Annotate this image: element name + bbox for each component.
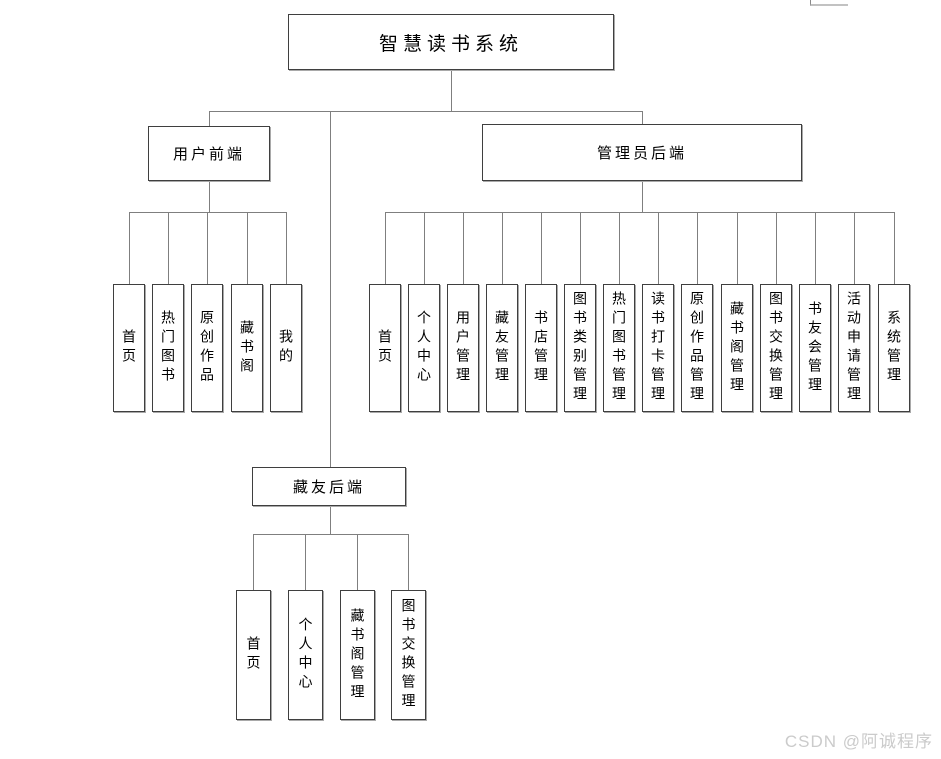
tree-node-leaf: 首页 xyxy=(113,284,145,412)
tree-node-leaf: 首页 xyxy=(236,590,271,720)
connector-line xyxy=(642,181,643,212)
tree-node-leaf: 藏书阁 xyxy=(231,284,263,412)
connector-line xyxy=(207,212,208,284)
connector-line xyxy=(129,212,130,284)
leaf-label: 热门图书管理 xyxy=(611,291,627,405)
tree-node-leaf: 藏友管理 xyxy=(486,284,518,412)
leaf-label: 原创作品 xyxy=(199,310,215,386)
tree-node-leaf: 图书类别管理 xyxy=(564,284,596,412)
leaf-label: 系统管理 xyxy=(886,310,902,386)
connector-line xyxy=(385,212,895,213)
connector-line xyxy=(502,212,503,284)
leaf-label: 热门图书 xyxy=(160,310,176,386)
leaf-label: 图书类别管理 xyxy=(572,291,588,405)
leaf-label: 读书打卡管理 xyxy=(650,291,666,405)
branch-label: 管理员后端 xyxy=(596,145,687,162)
tree-node-leaf: 我的 xyxy=(270,284,302,412)
tree-node-admin-backend: 管理员后端 xyxy=(482,124,802,181)
leaf-label: 藏书阁管理 xyxy=(349,607,366,703)
leaf-label: 首页 xyxy=(121,329,137,367)
connector-line xyxy=(619,212,620,284)
leaf-label: 图书交换管理 xyxy=(768,291,784,405)
leaf-label: 藏书阁管理 xyxy=(729,300,745,396)
connector-line xyxy=(357,534,358,590)
leaf-label: 活动申请管理 xyxy=(846,291,862,405)
connector-line xyxy=(385,212,386,284)
leaf-label: 原创作品管理 xyxy=(689,291,705,405)
tree-node-collector-backend: 藏友后端 xyxy=(252,467,406,506)
leaf-label: 首页 xyxy=(245,636,262,674)
connector-line xyxy=(541,212,542,284)
tree-node-leaf: 图书交换管理 xyxy=(391,590,426,720)
connector-line xyxy=(129,212,287,213)
tree-node-leaf: 个人中心 xyxy=(408,284,440,412)
tree-node-leaf: 个人中心 xyxy=(288,590,323,720)
leaf-label: 书友会管理 xyxy=(807,300,823,396)
leaf-label: 图书交换管理 xyxy=(400,598,417,712)
connector-line xyxy=(209,111,643,112)
connector-line xyxy=(330,111,331,467)
leaf-label: 藏书阁 xyxy=(239,319,255,377)
connector-line xyxy=(253,534,254,590)
root-label: 智慧读书系统 xyxy=(378,33,523,55)
connector-line xyxy=(737,212,738,284)
tree-node-leaf: 读书打卡管理 xyxy=(642,284,674,412)
connector-line xyxy=(894,212,895,284)
leaf-label: 我的 xyxy=(278,329,294,367)
connector-line xyxy=(330,506,331,534)
connector-line xyxy=(776,212,777,284)
connector-line xyxy=(463,212,464,284)
tree-node-leaf: 首页 xyxy=(369,284,401,412)
leaf-label: 首页 xyxy=(377,329,393,367)
tree-node-root: 智慧读书系统 xyxy=(288,14,614,70)
tree-node-leaf: 用户管理 xyxy=(447,284,479,412)
connector-line xyxy=(697,212,698,284)
watermark: CSDN @阿诚程序 xyxy=(784,732,933,751)
connector-line xyxy=(408,534,409,590)
tree-node-leaf: 图书交换管理 xyxy=(760,284,792,412)
tree-node-leaf: 原创作品管理 xyxy=(681,284,713,412)
tree-node-leaf: 藏书阁管理 xyxy=(340,590,375,720)
tree-node-leaf: 藏书阁管理 xyxy=(721,284,753,412)
tree-node-leaf: 原创作品 xyxy=(191,284,223,412)
connector-line xyxy=(658,212,659,284)
connector-line xyxy=(305,534,306,590)
connector-line xyxy=(168,212,169,284)
connector-line xyxy=(580,212,581,284)
connector-line xyxy=(424,212,425,284)
leaf-label: 书店管理 xyxy=(533,310,549,386)
tree-node-leaf: 活动申请管理 xyxy=(838,284,870,412)
connector-line xyxy=(209,181,210,212)
cropped-box-corner xyxy=(810,0,848,6)
connector-line xyxy=(209,111,210,126)
leaf-label: 个人中心 xyxy=(416,310,432,386)
tree-node-leaf: 热门图书管理 xyxy=(603,284,635,412)
tree-node-user-frontend: 用户前端 xyxy=(148,126,270,181)
connector-line xyxy=(642,111,643,124)
tree-node-leaf: 书店管理 xyxy=(525,284,557,412)
leaf-label: 藏友管理 xyxy=(494,310,510,386)
connector-line xyxy=(815,212,816,284)
tree-node-leaf: 热门图书 xyxy=(152,284,184,412)
connector-line xyxy=(286,212,287,284)
connector-line xyxy=(247,212,248,284)
connector-line xyxy=(451,70,452,111)
leaf-label: 用户管理 xyxy=(455,310,471,386)
branch-label: 藏友后端 xyxy=(292,479,365,496)
leaf-label: 个人中心 xyxy=(297,617,314,693)
connector-line xyxy=(854,212,855,284)
branch-label: 用户前端 xyxy=(172,146,245,163)
tree-node-leaf: 系统管理 xyxy=(878,284,910,412)
tree-node-leaf: 书友会管理 xyxy=(799,284,831,412)
connector-line xyxy=(253,534,409,535)
